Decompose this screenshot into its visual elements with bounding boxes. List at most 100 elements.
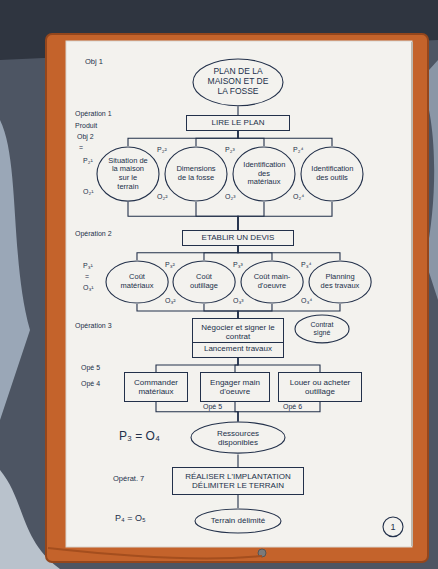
ellipse-outline	[191, 422, 285, 453]
paper-sheet	[66, 41, 412, 547]
node-content: Coût outillage	[180, 272, 227, 291]
connector-line	[238, 402, 320, 421]
ellipse-outline	[193, 59, 283, 106]
connector-line	[238, 202, 332, 230]
ellipse-outline	[106, 261, 168, 303]
node-text: 1	[385, 521, 401, 533]
node-content: Coût matériaux	[113, 272, 160, 291]
node-text: Contrat signé	[301, 320, 342, 338]
connector-line	[237, 455, 238, 467]
note-oval: Contrat signé	[294, 314, 350, 344]
annotation-label: O₂¹	[82, 188, 95, 196]
annotation-label: Opération 2	[74, 230, 113, 238]
annotation-label: Obj 2	[76, 133, 95, 141]
node-content: RÉALISER L'IMPLANTATION DÉLIMITER LE TER…	[173, 471, 303, 491]
ellipse-outline	[195, 509, 281, 533]
annotation-label: O₂⁴	[292, 193, 305, 201]
connector-line	[137, 246, 238, 260]
objective-oval: PLAN DE LA MAISON ET DE LA FOSSE	[192, 58, 284, 107]
node-text: ETABLIR UN DEVIS	[183, 232, 293, 243]
ellipse-outline	[309, 261, 371, 303]
ellipse-outline	[241, 261, 303, 303]
connector-line	[204, 304, 238, 318]
node-content: LIRE LE PLAN	[187, 117, 289, 128]
node-content: Louer ou acheter outillage	[279, 377, 361, 397]
connector-line	[237, 495, 238, 508]
connector-line	[156, 358, 238, 372]
annotation-label: P₃²	[164, 261, 176, 269]
node-content: Ressources disponibles	[202, 428, 273, 448]
connector-line	[128, 131, 238, 146]
node-text: Commander matériaux	[125, 377, 187, 397]
node-text: Louer ou acheter outillage	[279, 377, 361, 397]
annotation-label: Obj 1	[84, 58, 104, 66]
operation-box: RÉALISER L'IMPLANTATION DÉLIMITER LE TER…	[172, 467, 304, 495]
node-text: Situation de la maison sur le terrain	[104, 156, 151, 193]
fabric-pattern	[0, 120, 30, 420]
node-text: Coût outillage	[180, 272, 227, 291]
ellipse-outline	[173, 261, 235, 303]
node-content: Négocier et signer le contratLancement t…	[193, 322, 283, 355]
operation-box: Négocier et signer le contratLancement t…	[192, 318, 284, 358]
annotation-label: Opération 1	[74, 110, 113, 118]
annotation-label: Opé 5	[80, 364, 101, 372]
node-text: RÉALISER L'IMPLANTATION DÉLIMITER LE TER…	[173, 471, 303, 491]
connector-line	[204, 246, 238, 260]
result-oval: Ressources disponibles	[190, 421, 286, 454]
annotation-label: P₂³	[224, 146, 236, 154]
annotation-label: P₃³	[232, 261, 244, 269]
task-box: Engager main d'oeuvre	[200, 372, 270, 402]
annotation-label: P₃⁴	[300, 261, 313, 269]
node-content: Planning des travaux	[316, 272, 363, 291]
annotation-label: P₂⁴	[292, 146, 304, 154]
node-content: Dimensions de la fosse	[172, 164, 219, 183]
result-oval: Terrain délimité	[194, 508, 282, 534]
connector-line	[238, 131, 332, 146]
annotation-label: P₃¹	[82, 262, 94, 270]
connector-line	[196, 202, 238, 230]
annotation-label: P₂²	[156, 146, 168, 154]
elastic-band	[48, 548, 262, 558]
annotation-label: P₄ = O₅	[114, 514, 147, 524]
cost-oval: Coût matériaux	[105, 260, 169, 304]
ellipse-outline	[301, 147, 363, 201]
annotation-label: Opé 5	[202, 403, 223, 411]
node-text: Coût matériaux	[113, 272, 160, 291]
connector-line	[237, 106, 238, 115]
paper-edge-shadow	[411, 42, 413, 546]
task-box: Louer ou acheter outillage	[278, 372, 362, 402]
annotation-label: Opération 3	[74, 322, 113, 330]
cost-oval: Planning des travaux	[308, 260, 372, 304]
annotation-label: Opérat. 7	[112, 475, 145, 483]
product-circle: Identification des outils	[300, 146, 364, 202]
annotation-label: Opé 4	[80, 380, 101, 388]
connector-line	[238, 358, 320, 372]
ellipse-outline	[97, 147, 159, 201]
connector-line	[196, 131, 238, 146]
task-box: Commander matériaux	[124, 372, 188, 402]
ellipse-outline	[295, 315, 349, 343]
connector-line	[137, 304, 238, 318]
node-content: ETABLIR UN DEVIS	[183, 232, 293, 243]
annotation-label: Opé 6	[282, 403, 303, 411]
ellipse-outline	[233, 147, 295, 201]
node-text: Identification des matériaux	[240, 160, 287, 188]
node-text: Identification des outils	[308, 164, 355, 183]
product-circle: Situation de la maison sur le terrain	[96, 146, 160, 202]
product-circle: Dimensions de la fosse	[164, 146, 228, 202]
ellipse-outline	[165, 147, 227, 201]
node-text: PLAN DE LA MAISON ET DE LA FOSSE	[204, 66, 272, 97]
annotation-label: P₃ = O₄	[118, 430, 161, 443]
node-text: Dimensions de la fosse	[172, 164, 219, 183]
node-text: Terrain délimité	[205, 515, 270, 526]
annotation-label: =	[78, 144, 84, 152]
node-text: Coût main-d'oeuvre	[248, 272, 295, 291]
node-content: PLAN DE LA MAISON ET DE LA FOSSE	[204, 66, 272, 97]
annotation-label: O₃⁴	[300, 297, 313, 305]
node-content: Coût main-d'oeuvre	[248, 272, 295, 291]
annotation-label: O₂³	[224, 193, 237, 201]
node-content: 1	[385, 521, 401, 533]
annotation-label: =	[84, 273, 90, 281]
